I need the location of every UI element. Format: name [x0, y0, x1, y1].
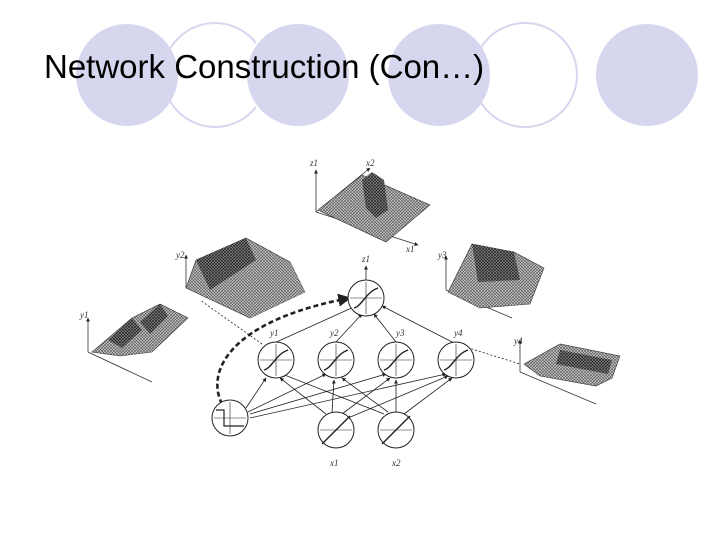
output-node-label: z1 [361, 254, 370, 264]
surface-y3-label: y3 [437, 250, 447, 260]
input-node-1-label: x1 [329, 458, 339, 468]
input-node-2: x2 [377, 411, 415, 468]
surface-output-label-x2: x2 [365, 158, 375, 168]
surface-y2-label: y2 [175, 250, 185, 260]
surface-y2: y2 [175, 237, 306, 319]
decor-circle-2 [245, 22, 351, 128]
surface-y4: y4 [513, 336, 621, 405]
decor-circle-4 [594, 22, 700, 128]
hidden-node-1: y1 [257, 328, 295, 379]
hidden-node-1-label: y1 [269, 328, 279, 338]
input-node-2-label: x2 [391, 458, 401, 468]
hidden-node-3-label: y3 [395, 328, 405, 338]
input-node-1: x1 [317, 411, 355, 468]
surface-y1-label: y1 [79, 310, 89, 320]
surface-y1: y1 [79, 303, 189, 383]
connections [199, 265, 521, 419]
surface-y4-label: y4 [513, 336, 523, 346]
hidden-node-4-label: y4 [453, 328, 463, 338]
surface-output-label-x1: x1 [405, 244, 415, 254]
decor-ring-2 [472, 22, 578, 128]
surface-y3: y3 [437, 243, 545, 319]
hidden-node-2-label: y2 [329, 328, 339, 338]
hidden-node-3: y3 [377, 328, 415, 379]
surface-output-label-z: z1 [309, 158, 318, 168]
output-node: z1 [347, 254, 385, 317]
bias-node [211, 399, 249, 437]
slide-title: Network Construction (Con…) [44, 48, 485, 85]
hidden-node-4: y4 [437, 328, 475, 379]
surface-output: z1 x2 x1 [309, 158, 431, 254]
hidden-node-2: y2 [317, 328, 355, 379]
